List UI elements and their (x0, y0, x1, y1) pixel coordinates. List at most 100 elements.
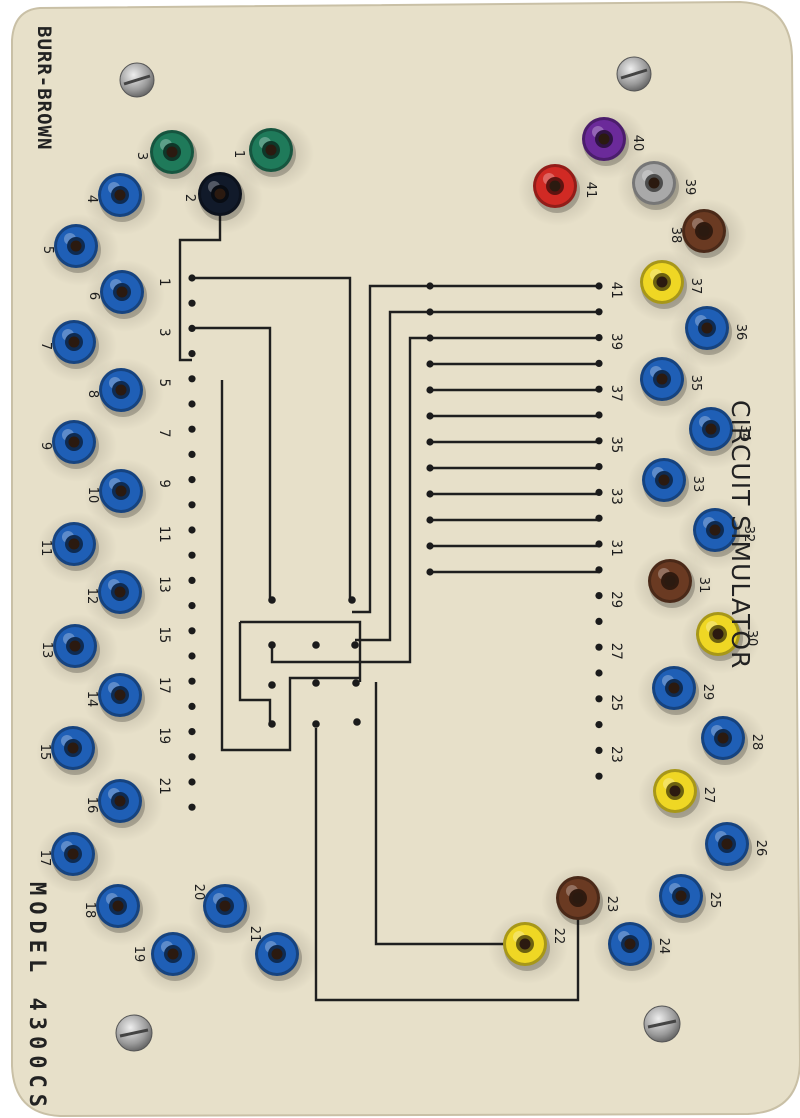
jack-28[interactable]: 28 (701, 716, 764, 765)
jack-38[interactable]: 38 (668, 209, 729, 258)
jack-4[interactable]: 4 (84, 173, 145, 222)
left-row-number: 17 (156, 677, 172, 694)
screw-bottom-left (115, 1014, 153, 1052)
jack-22[interactable]: 22 (503, 922, 566, 971)
solder-pad (426, 386, 434, 394)
jack-10[interactable]: 10 (85, 469, 146, 518)
left-row-number: 19 (156, 727, 172, 744)
solder-pad (426, 516, 434, 524)
left-row-number: 5 (156, 379, 172, 387)
jack-17[interactable]: 17 (37, 832, 98, 881)
jack-13[interactable]: 13 (39, 624, 100, 673)
jack-8[interactable]: 8 (85, 368, 146, 417)
jack-30[interactable]: 30 (696, 612, 759, 661)
solder-pad (426, 308, 434, 316)
jack-36[interactable]: 36 (685, 306, 748, 355)
solder-pad (312, 720, 320, 728)
solder-pad (595, 463, 603, 471)
solder-pad (268, 596, 276, 604)
jack-label: 39 (682, 179, 697, 196)
jack-label: 9 (38, 442, 53, 450)
jack-26[interactable]: 26 (705, 822, 768, 871)
jack-27[interactable]: 27 (653, 769, 716, 818)
jack-label: 12 (84, 588, 99, 605)
jack-6[interactable]: 6 (86, 270, 147, 319)
jack-label: 5 (40, 246, 55, 254)
solder-pad (188, 425, 196, 433)
jack-label: 7 (38, 342, 53, 350)
jack-7[interactable]: 7 (38, 320, 99, 369)
jack-label: 3 (134, 152, 149, 160)
right-row-number: 35 (608, 436, 624, 453)
jack-40[interactable]: 40 (582, 117, 645, 166)
jack-39[interactable]: 39 (632, 161, 697, 210)
solder-pad (426, 438, 434, 446)
right-row-number: 25 (608, 694, 624, 711)
jack-12[interactable]: 12 (84, 570, 145, 619)
solder-pad (595, 695, 603, 703)
jack-1[interactable]: 1 (231, 128, 296, 177)
solder-pad (188, 274, 196, 282)
solder-pad (595, 334, 603, 342)
jack-19[interactable]: 19 (131, 932, 198, 981)
solder-pad (188, 375, 196, 383)
jack-35[interactable]: 35 (640, 357, 703, 406)
right-row-number: 29 (608, 591, 624, 608)
jack-label: 24 (656, 938, 671, 955)
jack-2[interactable]: 2 (182, 172, 245, 221)
jack-34[interactable]: 34 (689, 407, 752, 456)
screw-top-left (119, 62, 155, 98)
jack-20[interactable]: 20 (191, 884, 250, 933)
solder-pad (426, 412, 434, 420)
jack-32[interactable]: 32 (693, 508, 756, 557)
jack-37[interactable]: 37 (640, 260, 703, 309)
jack-label: 11 (38, 540, 53, 557)
jack-label: 18 (82, 902, 97, 919)
right-row-number: 27 (608, 643, 624, 660)
solder-pad (268, 720, 276, 728)
jack-label: 31 (696, 577, 711, 594)
screw-bottom-right (643, 1005, 681, 1043)
jack-label: 22 (551, 928, 566, 945)
jack-14[interactable]: 14 (84, 673, 145, 722)
right-row-number: 23 (608, 746, 624, 763)
brand-label: BURR-BROWN (33, 26, 55, 150)
jack-25[interactable]: 25 (659, 874, 722, 923)
jack-23[interactable]: 23 (556, 876, 619, 925)
solder-pad (188, 602, 196, 610)
jack-label: 26 (753, 840, 768, 857)
jack-21[interactable]: 21 (247, 926, 302, 981)
jack-label: 36 (733, 324, 748, 341)
jack-33[interactable]: 33 (642, 458, 705, 507)
solder-pad (595, 592, 603, 600)
solder-pad (188, 501, 196, 509)
jack-3[interactable]: 3 (134, 130, 197, 179)
solder-pad (353, 718, 361, 726)
jack-29[interactable]: 29 (652, 666, 715, 715)
jack-9[interactable]: 9 (38, 420, 99, 469)
solder-pad (595, 772, 603, 780)
solder-pad (426, 568, 434, 576)
solder-pad (188, 324, 196, 332)
jack-label: 13 (39, 642, 54, 659)
jack-5[interactable]: 5 (40, 224, 101, 273)
jack-18[interactable]: 18 (82, 884, 143, 933)
model-label: MODEL 4300CS (24, 882, 49, 1113)
jack-24[interactable]: 24 (608, 922, 671, 971)
solder-pad (348, 596, 356, 604)
solder-pad (595, 488, 603, 496)
jack-label: 21 (247, 926, 262, 943)
jack-31[interactable]: 31 (648, 559, 711, 608)
jack-16[interactable]: 16 (84, 779, 145, 828)
solder-pad (188, 576, 196, 585)
solder-pad (188, 476, 196, 484)
printed-traces (178, 205, 600, 1002)
jack-label: 37 (688, 278, 703, 295)
jack-41[interactable]: 41 (533, 164, 598, 213)
right-row-number: 33 (608, 488, 624, 505)
jack-15[interactable]: 15 (37, 726, 98, 775)
jack-11[interactable]: 11 (38, 522, 99, 571)
